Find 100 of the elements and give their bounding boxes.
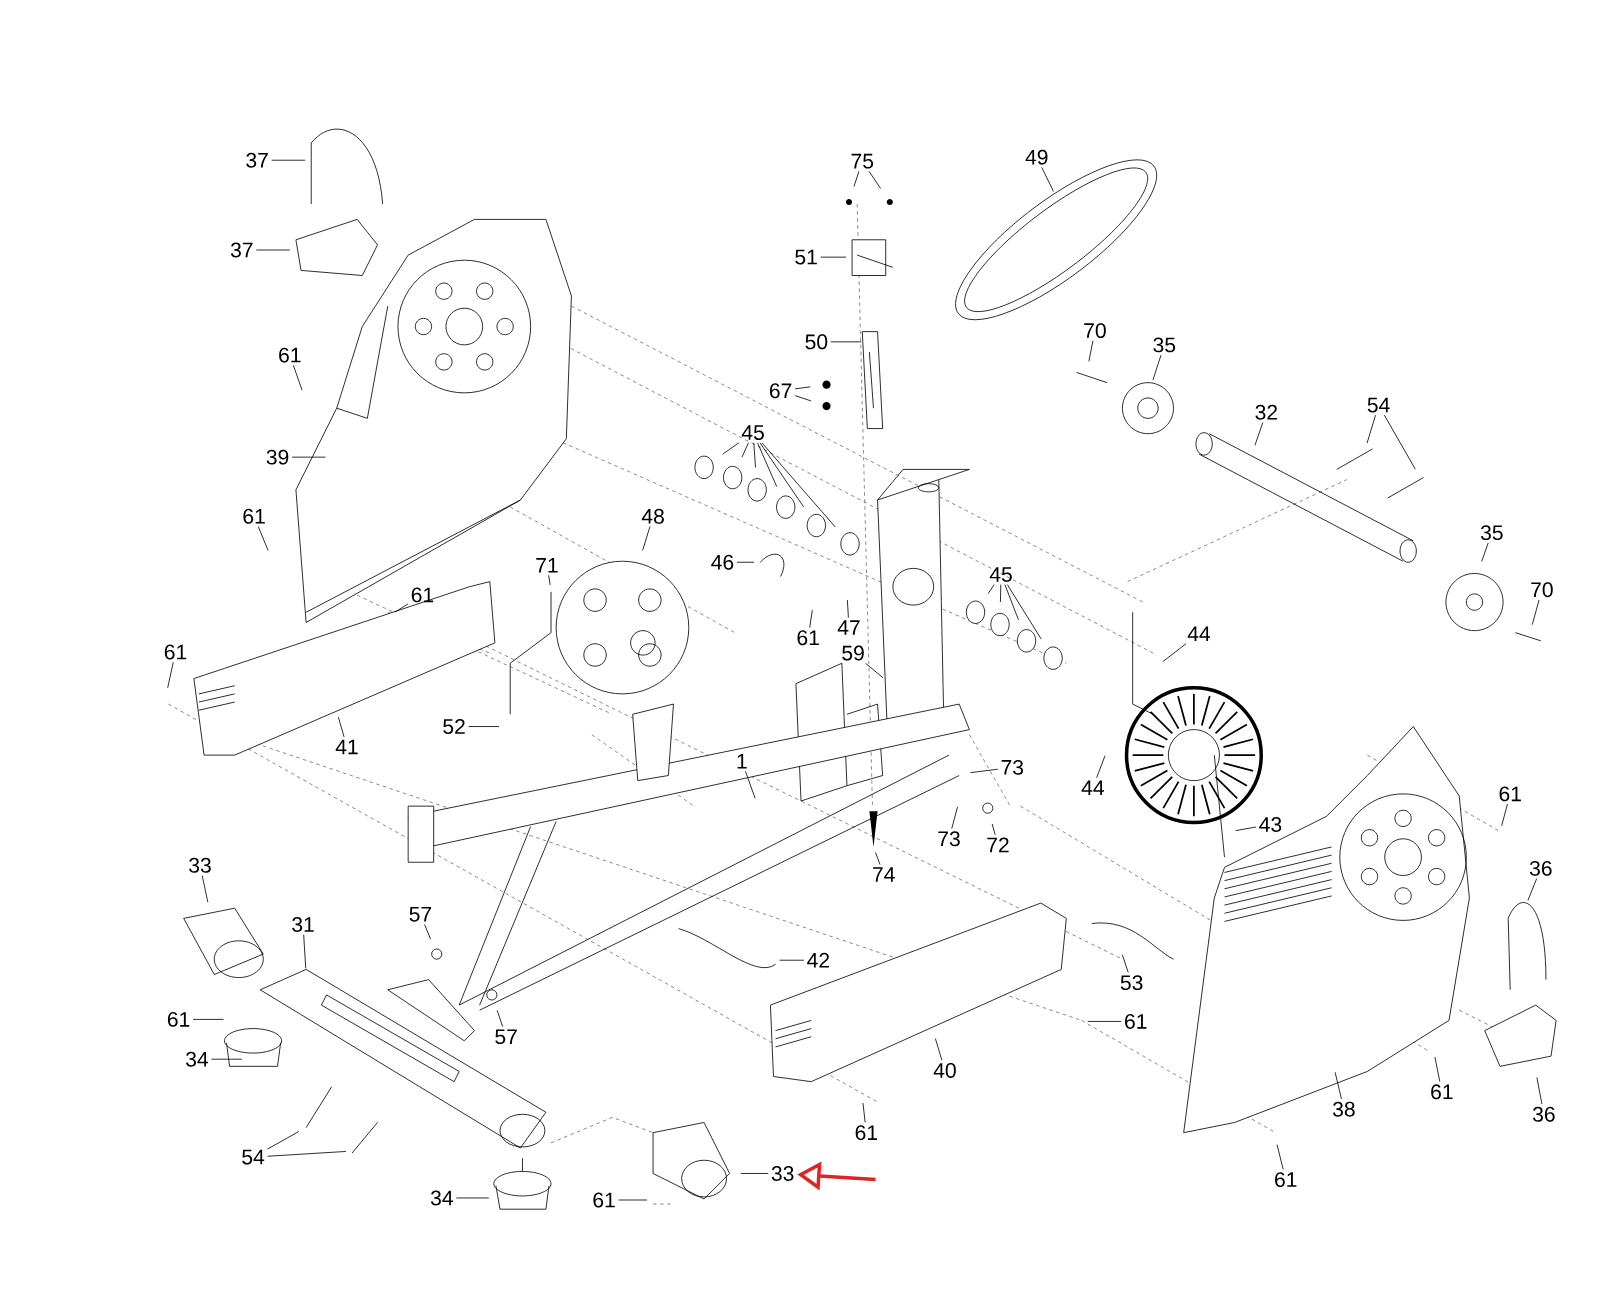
leader-line <box>830 341 862 343</box>
leader-line <box>292 364 303 391</box>
leader-line <box>757 442 778 487</box>
leader-line <box>496 1009 504 1027</box>
callout-number: 1 <box>737 753 747 769</box>
callout-number: 72 <box>987 837 1009 853</box>
callout-number: 73 <box>938 831 960 847</box>
leader-line <box>1235 826 1257 831</box>
leader-line <box>291 456 326 458</box>
leader-line <box>1383 414 1416 470</box>
callout-number: 35 <box>1153 337 1176 353</box>
leader-line <box>987 584 995 594</box>
leader-line <box>1000 584 1002 603</box>
callout-number: 52 <box>443 718 465 734</box>
leader-line <box>1088 340 1094 362</box>
callout-number: 46 <box>711 554 734 570</box>
leader-line <box>740 1172 769 1174</box>
callout-number: 61 <box>411 587 434 603</box>
leader-line <box>424 923 431 940</box>
leader-line <box>745 770 756 799</box>
leader-line <box>1531 599 1540 625</box>
leader-line <box>394 603 409 613</box>
callout-number: 54 <box>242 1149 265 1165</box>
callout-number: 70 <box>1531 582 1553 598</box>
callout-number: 44 <box>1081 780 1104 795</box>
leader-line <box>642 526 651 551</box>
leader-line <box>1096 755 1106 778</box>
leader-line <box>255 249 291 251</box>
leader-line <box>303 934 307 969</box>
callout-number: 41 <box>335 739 358 755</box>
callout-number: 61 <box>164 644 187 660</box>
leader-line <box>875 851 881 865</box>
callout-number: 45 <box>989 567 1012 582</box>
leader-line <box>1254 421 1264 446</box>
callout-number: 57 <box>409 906 432 922</box>
leader-line <box>991 823 996 836</box>
callout-number: 61 <box>167 1011 190 1027</box>
callout-number: 61 <box>1125 1013 1147 1029</box>
leader-line <box>761 442 836 528</box>
leader-line <box>1527 878 1538 901</box>
leader-line <box>935 1038 943 1061</box>
callout-number: 35 <box>1480 525 1503 540</box>
callout-number: 50 <box>805 334 828 350</box>
leader-line <box>820 256 847 258</box>
callout-number: 36 <box>1529 860 1552 876</box>
callout-number: 61 <box>1275 1172 1297 1187</box>
callout-number: 67 <box>769 383 792 399</box>
callout-number: 39 <box>266 449 289 465</box>
leader-line <box>1087 1020 1122 1022</box>
leader-line <box>271 159 306 161</box>
leader-line <box>736 561 755 563</box>
callout-number: 71 <box>536 557 558 573</box>
callout-number: 73 <box>1001 759 1024 775</box>
leader-line <box>1481 542 1489 562</box>
leader-line <box>970 768 999 773</box>
leader-line <box>1121 954 1129 973</box>
callout-number: 61 <box>1431 1084 1453 1100</box>
callout-number: 37 <box>246 152 268 168</box>
callout-number: 47 <box>837 620 860 635</box>
leader-line <box>862 1102 866 1123</box>
callout-number: 61 <box>1499 786 1521 802</box>
leader-line <box>201 875 209 903</box>
callout-number: 59 <box>842 645 864 661</box>
leader-line <box>846 599 849 618</box>
callout-number: 75 <box>851 153 874 169</box>
callout-number: 43 <box>1259 816 1282 832</box>
callout-number: 61 <box>593 1192 615 1208</box>
callout-number: 31 <box>292 916 314 932</box>
leader-line <box>853 170 860 187</box>
callout-number: 40 <box>933 1062 956 1078</box>
callout-number: 33 <box>189 857 211 873</box>
callout-number: 44 <box>1187 626 1211 641</box>
callout-number: 61 <box>797 630 819 646</box>
callout-number: 37 <box>230 242 253 258</box>
callout-number: 36 <box>1532 1106 1555 1122</box>
callout-number: 51 <box>795 249 817 265</box>
leader-line <box>1501 803 1508 826</box>
leader-line <box>741 442 749 458</box>
leader-line <box>1536 1076 1543 1105</box>
leader-line <box>1041 166 1054 192</box>
callout-number: 33 <box>771 1165 794 1181</box>
leader-line <box>794 395 812 402</box>
leader-line <box>267 1131 300 1150</box>
leader-line <box>337 716 345 738</box>
leader-line <box>1162 643 1187 662</box>
callout-number: 61 <box>243 508 265 524</box>
leader-line <box>865 662 884 679</box>
leader-line <box>809 609 813 628</box>
callout-number: 54 <box>1367 397 1390 413</box>
leader-line <box>1334 1071 1342 1100</box>
leader-line <box>548 574 551 586</box>
leader-line <box>759 442 805 508</box>
leader-line <box>951 806 958 829</box>
leader-line <box>1276 1144 1284 1170</box>
leader-line <box>779 959 805 961</box>
leader-line <box>753 442 756 468</box>
callout-number: 53 <box>1120 975 1143 990</box>
leader-line <box>868 170 882 189</box>
callout-number: 34 <box>186 1051 209 1067</box>
leader-line <box>1152 354 1162 381</box>
